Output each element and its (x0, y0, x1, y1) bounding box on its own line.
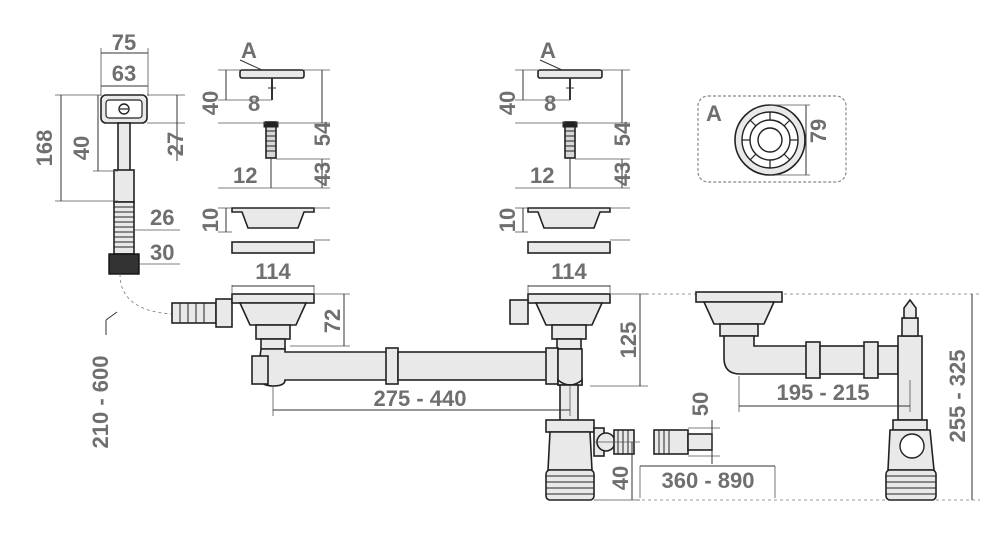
double-bowl-siphon (171, 285, 980, 501)
overflow-assembly (55, 48, 185, 335)
dim-trap-outlet-height: 40 (608, 466, 633, 490)
left-bowl-flange (231, 293, 315, 304)
left-cap (239, 69, 305, 79)
dim-overflow-hose-diameter: 26 (150, 205, 174, 230)
single-coupling (805, 341, 821, 379)
dim-total-height: 255 - 325 (945, 350, 970, 443)
dim-left-basket-height: 10 (198, 208, 223, 232)
left-basket (231, 207, 315, 229)
right-bowl-flange (527, 293, 611, 304)
single-bowl-siphon (695, 291, 973, 501)
dim-overflow-width: 75 (112, 30, 136, 55)
detail-a-box (697, 95, 847, 183)
dim-right-bowl-outlet: 114 (551, 259, 587, 284)
dim-connector-length: 275 - 440 (374, 386, 467, 411)
dim-right-basket-height: 10 (495, 208, 520, 232)
single-bowl-flange (695, 291, 783, 303)
dim-left-cap-stem: 8 (248, 91, 260, 116)
right-strainer-stack (515, 59, 630, 254)
overflow-nut (108, 253, 140, 275)
overflow-pipe (117, 122, 131, 172)
dim-single-bowl-offset: 195 - 215 (777, 380, 870, 405)
dim-right-cap-stem: 8 (544, 91, 556, 116)
right-overflow-spigot (509, 299, 529, 325)
trap-riser (559, 384, 579, 422)
dim-overflow-plate-height: 40 (69, 136, 94, 160)
dim-left-screw-diameter: 12 (233, 163, 257, 188)
dim-right-outlet-depth: 125 (616, 322, 641, 359)
dim-overflow-plate-depth: 27 (163, 132, 188, 156)
right-detail-label: A (540, 38, 556, 63)
dim-overflow-inner-width: 63 (112, 61, 136, 86)
right-washer (527, 241, 611, 254)
dim-overflow-hose-length: 210 - 600 (88, 356, 113, 449)
dim-overflow-total-height: 168 (32, 130, 57, 167)
trap-nut (545, 419, 595, 433)
bottle-trap (547, 431, 593, 471)
dim-left-screw-length: 54 (310, 121, 335, 146)
left-strainer-stack (218, 59, 330, 254)
connector-pipe (397, 351, 551, 381)
left-detail-label: A (241, 38, 257, 63)
single-vent-spigot (903, 298, 917, 319)
dim-drain-extension: 360 - 890 (662, 468, 755, 493)
detail-a-label: A (706, 101, 722, 126)
dim-left-outlet-depth: 72 (320, 309, 345, 333)
drain-extension (653, 429, 689, 455)
dim-grille-diameter: 79 (806, 119, 831, 143)
overflow-hose (113, 201, 135, 255)
right-basket (527, 207, 611, 229)
single-elbow (723, 335, 811, 375)
dim-overflow-nut: 30 (150, 240, 174, 265)
dim-right-cap-height: 40 (495, 91, 520, 115)
left-washer (231, 241, 315, 254)
right-cap (537, 69, 603, 79)
left-elbow (257, 348, 393, 387)
dim-side-outlet-diameter: 50 (688, 392, 713, 416)
dim-left-cap-height: 40 (198, 91, 223, 115)
dim-right-screw-diameter: 12 (530, 163, 554, 188)
dim-right-screw-thread: 43 (610, 162, 635, 186)
dim-left-bowl-outlet: 114 (255, 259, 291, 284)
overflow-connector (113, 169, 135, 203)
pipe-coupling (385, 347, 399, 385)
dim-left-screw-thread: 43 (310, 162, 335, 186)
dim-right-screw-length: 54 (610, 121, 635, 146)
overflow-inlet-spigot (171, 302, 217, 324)
